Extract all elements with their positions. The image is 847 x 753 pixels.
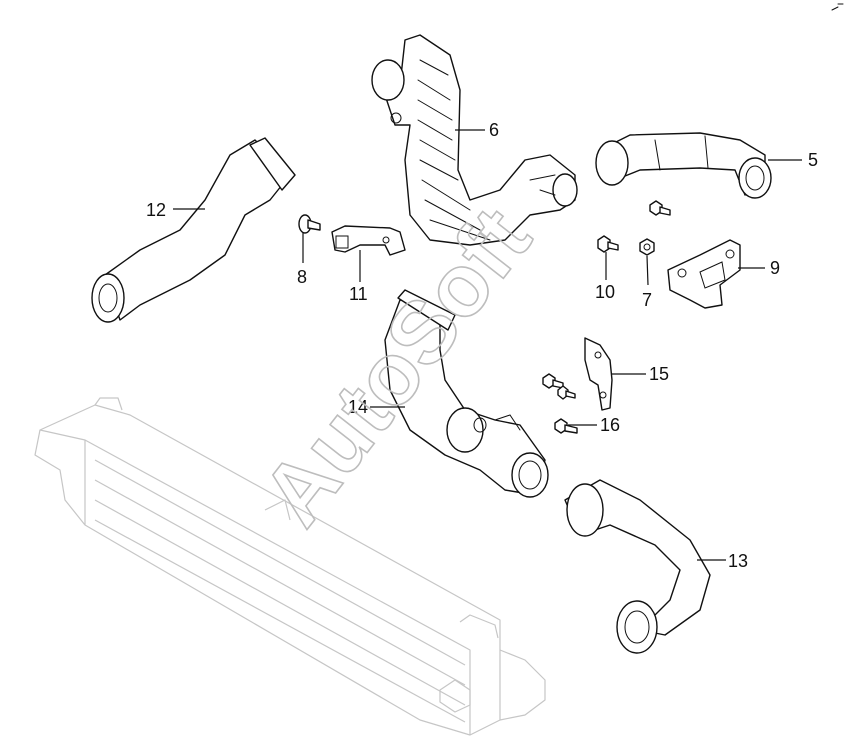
callout-10: 10 (595, 282, 615, 302)
callout-14: 14 (348, 397, 368, 417)
loose-bolt (649, 200, 671, 216)
leader-7 (646, 255, 649, 286)
callout-12: 12 (146, 200, 166, 220)
callout-5: 5 (808, 150, 818, 170)
part-8-bolt (298, 214, 321, 234)
part-15-bracket (584, 337, 613, 411)
corner-mark (831, 3, 844, 11)
part-14-hose (384, 289, 549, 498)
part-7-nut (639, 238, 655, 256)
callout-labels: 5 6 7 8 9 10 11 12 13 14 15 16 (146, 120, 818, 571)
callout-16: 16 (600, 415, 620, 435)
callout-8: 8 (297, 267, 307, 287)
part-12-hose (91, 137, 296, 323)
part-5-hose (595, 132, 772, 199)
callout-9: 9 (770, 258, 780, 278)
intercooler-ghost (34, 397, 546, 736)
callout-15: 15 (649, 364, 669, 384)
part-9-bracket (667, 239, 741, 309)
callout-13: 13 (728, 551, 748, 571)
part-10-bolt (597, 235, 619, 253)
callout-6: 6 (489, 120, 499, 140)
part-13-hose (564, 479, 711, 654)
callout-11: 11 (349, 284, 368, 304)
part-16-bolts (542, 373, 578, 434)
part-11-bracket (331, 225, 406, 256)
part-6-intake-duct (371, 34, 578, 246)
callout-7: 7 (642, 290, 652, 310)
leader-lines (173, 129, 802, 561)
